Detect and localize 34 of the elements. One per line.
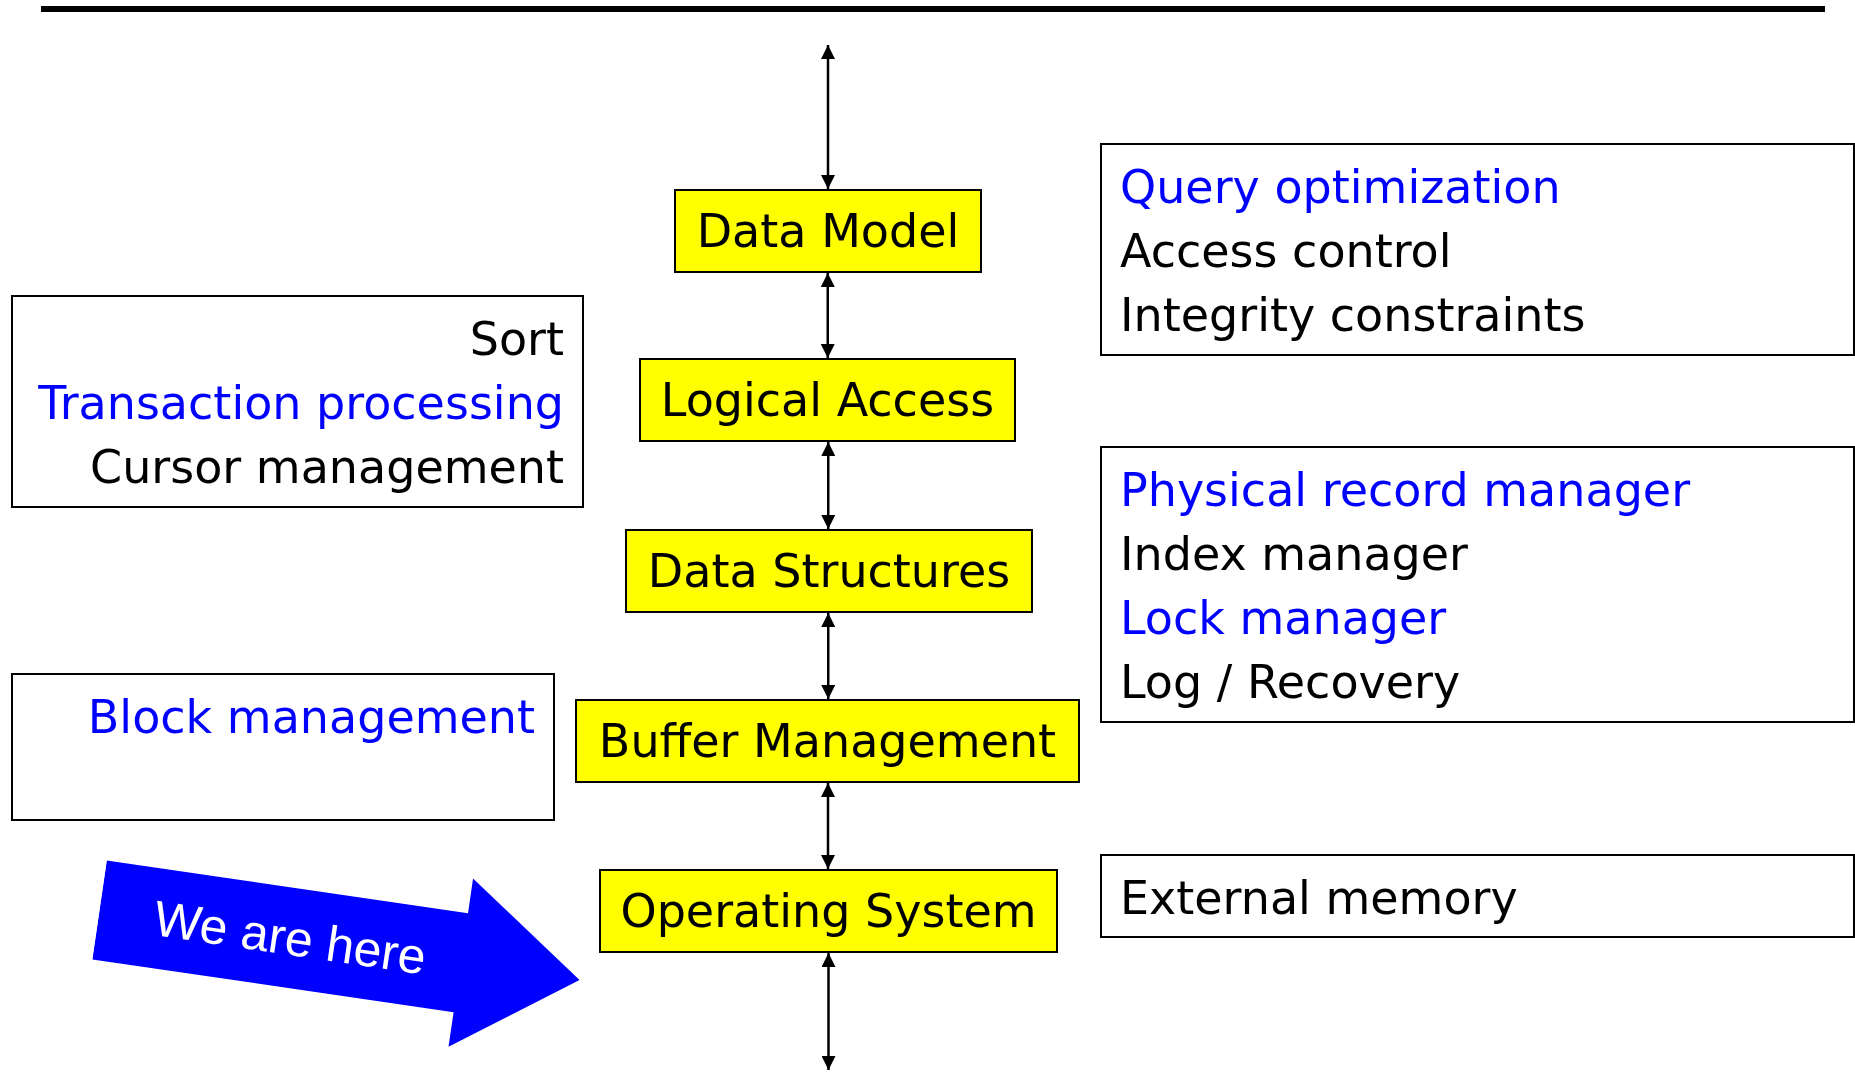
note-text: Query optimization — [1120, 159, 1562, 216]
layer-label: Operating System — [620, 883, 1037, 939]
layer-label: Logical Access — [660, 372, 995, 428]
layer-label: Buffer Management — [598, 713, 1057, 769]
note-box — [11, 673, 555, 821]
note-text: Integrity constraints — [1120, 287, 1587, 344]
layer-label: Data Structures — [647, 543, 1011, 599]
note-text: Log / Recovery — [1120, 654, 1462, 711]
note-text: External memory — [1120, 870, 1519, 927]
note-text: Lock manager — [1120, 590, 1448, 647]
layer-label: Data Model — [696, 203, 960, 259]
note-text: Sort — [469, 311, 564, 368]
layer-box — [575, 699, 1080, 783]
layer-box — [674, 189, 982, 273]
arrow — [821, 442, 836, 529]
note-text: Index manager — [1120, 526, 1469, 583]
note-box — [1100, 446, 1855, 723]
note-text: Transaction processing — [38, 375, 564, 432]
layer-box — [599, 869, 1058, 953]
note-text: Cursor management — [90, 439, 564, 496]
arrow — [820, 273, 835, 358]
note-text: Access control — [1120, 223, 1453, 280]
note-box — [11, 295, 584, 508]
layer-box — [639, 358, 1016, 442]
arrow — [821, 953, 836, 1070]
note-text: Physical record manager — [1120, 462, 1692, 519]
arrow — [821, 45, 835, 189]
note-box — [1100, 143, 1855, 356]
note-box — [1100, 854, 1855, 938]
note-text: Block management — [87, 689, 535, 746]
layer-box — [625, 529, 1033, 613]
arrow — [821, 613, 836, 699]
callout-text: We are here — [149, 889, 432, 988]
arrow — [821, 783, 835, 869]
